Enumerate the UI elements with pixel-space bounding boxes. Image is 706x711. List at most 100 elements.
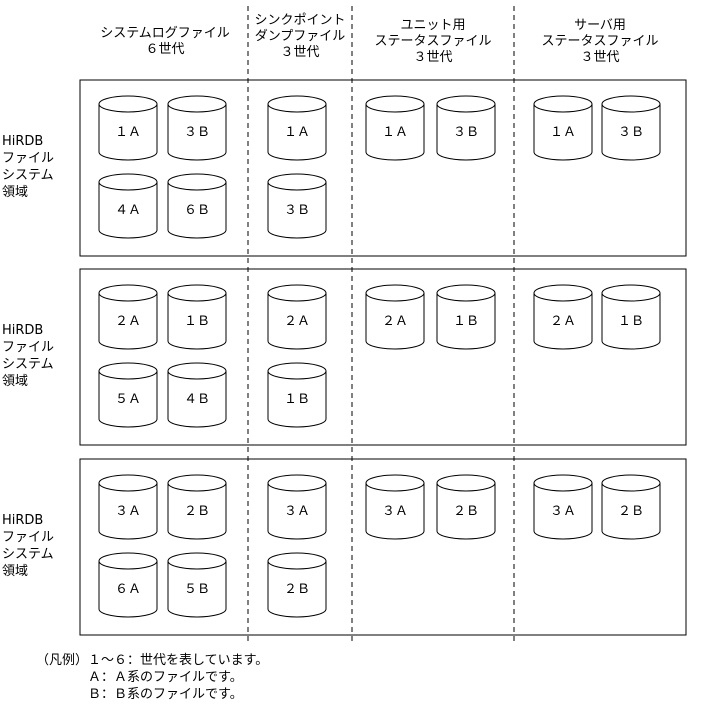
legend-row: （凡例）１～６：世代を表しています。 <box>36 652 268 669</box>
section-label-1: HiRDB ファイル システム 領域 <box>2 133 54 201</box>
file-cylinder: ２Ｂ <box>267 552 327 618</box>
legend-line: １～６：世代を表しています。 <box>88 653 269 668</box>
section-label-2: HiRDB ファイル システム 領域 <box>2 322 54 390</box>
file-cylinder: ２Ａ <box>533 284 593 350</box>
header-line: システムログファイル <box>100 26 230 41</box>
file-label: １Ａ <box>115 125 141 140</box>
file-cylinder: ３Ｂ <box>436 95 496 161</box>
section-label-line: ファイル <box>2 340 55 355</box>
section-label-line: システム <box>2 547 54 562</box>
file-cylinder: ６Ａ <box>98 552 158 618</box>
file-label: ６Ｂ <box>184 203 210 218</box>
header-line: ３世代 <box>280 45 320 60</box>
file-cylinder: １Ｂ <box>167 284 227 350</box>
file-cylinder: ５Ｂ <box>167 552 227 618</box>
legend-title: （凡例） <box>36 653 89 668</box>
section-label-line: HiRDB <box>2 513 44 528</box>
header-line: ３世代 <box>580 50 620 65</box>
file-cylinder: ５Ａ <box>98 362 158 428</box>
file-label: ３Ａ <box>382 504 408 519</box>
header-line: ユニット用 <box>400 18 466 33</box>
file-label: ５Ａ <box>115 392 141 407</box>
file-cylinder: ３Ａ <box>267 474 327 540</box>
file-label: ３Ｂ <box>284 203 310 218</box>
column-header-system-log: システムログファイル ６世代 <box>90 26 240 58</box>
file-label: ４Ａ <box>115 203 141 218</box>
section-box <box>79 79 687 257</box>
file-cylinder: ３Ａ <box>365 474 425 540</box>
file-cylinder: １Ａ <box>267 95 327 161</box>
section-label-line: HiRDB <box>2 323 44 338</box>
file-label: ３Ａ <box>284 504 310 519</box>
file-label: ２Ａ <box>382 314 408 329</box>
header-line: ステータスファイル <box>541 34 659 49</box>
legend-line: Ｂ：Ｂ系のファイルです。 <box>88 687 243 702</box>
section-label-line: システム <box>2 357 54 372</box>
file-label: １Ｂ <box>453 314 479 329</box>
file-label: １Ａ <box>550 125 576 140</box>
section-label-3: HiRDB ファイル システム 領域 <box>2 512 54 580</box>
file-cylinder: １Ａ <box>533 95 593 161</box>
file-cylinder: ３Ｂ <box>601 95 661 161</box>
file-cylinder: ２Ｂ <box>601 474 661 540</box>
section-boxes <box>79 79 687 636</box>
legend: （凡例）１～６：世代を表しています。 Ａ：Ａ系のファイルです。 Ｂ：Ｂ系のファイ… <box>36 652 268 703</box>
file-cylinder: １Ｂ <box>601 284 661 350</box>
file-cylinder: １Ｂ <box>436 284 496 350</box>
section-label-line: ファイル <box>2 530 55 545</box>
section-label-line: ファイル <box>2 151 55 166</box>
file-label: ２Ｂ <box>453 504 479 519</box>
file-label: ２Ａ <box>550 314 576 329</box>
file-label: １Ａ <box>284 125 310 140</box>
file-label: ３Ｂ <box>184 125 210 140</box>
header-line: ステータスファイル <box>374 34 492 49</box>
cylinders: １Ａ ３Ｂ ４Ａ ６Ｂ １Ａ ３Ｂ １Ａ ３Ｂ １Ａ ３Ｂ ２Ａ １Ｂ ５Ａ ４Ｂ ２Ａ １Ｂ ２Ａ １Ｂ ２Ａ １Ｂ… <box>98 95 661 618</box>
file-cylinder: ３Ａ <box>533 474 593 540</box>
file-label: ２Ａ <box>284 314 310 329</box>
column-header-unit-status: ユニット用 ステータスファイル ３世代 <box>352 18 514 66</box>
section-label-line: システム <box>2 168 54 183</box>
column-dividers <box>247 6 515 645</box>
file-cylinder: ２Ａ <box>267 284 327 350</box>
section-label-line: 領域 <box>2 185 29 200</box>
file-label: １Ｂ <box>284 392 310 407</box>
legend-line: Ａ：Ａ系のファイルです。 <box>88 670 243 685</box>
file-label: １Ｂ <box>618 314 644 329</box>
header-line: サーバ用 <box>574 18 626 33</box>
file-cylinder: ６Ｂ <box>167 173 227 239</box>
legend-row: Ａ：Ａ系のファイルです。 <box>36 669 268 686</box>
file-label: １Ｂ <box>184 314 210 329</box>
file-cylinder: ２Ｂ <box>167 474 227 540</box>
file-label: ３Ｂ <box>618 125 644 140</box>
section-box <box>79 458 687 636</box>
file-cylinder: ３Ａ <box>98 474 158 540</box>
legend-row: Ｂ：Ｂ系のファイルです。 <box>36 686 268 703</box>
section-box <box>79 268 687 446</box>
file-cylinder: ２Ｂ <box>436 474 496 540</box>
file-cylinder: ４Ｂ <box>167 362 227 428</box>
file-cylinder: ４Ａ <box>98 173 158 239</box>
column-header-syncpoint-dump: シンクポイント ダンプファイル ３世代 <box>248 13 352 61</box>
file-label: ３Ｂ <box>453 125 479 140</box>
file-label: ３Ａ <box>550 504 576 519</box>
file-label: ４Ｂ <box>184 392 210 407</box>
file-label: ２Ｂ <box>184 504 210 519</box>
file-label: ２Ｂ <box>284 582 310 597</box>
header-line: シンクポイント <box>254 13 346 28</box>
file-cylinder: １Ａ <box>365 95 425 161</box>
file-label: ６Ａ <box>115 582 141 597</box>
section-label-line: HiRDB <box>2 134 44 149</box>
file-cylinder: ３Ｂ <box>167 95 227 161</box>
file-cylinder: １Ｂ <box>267 362 327 428</box>
header-line: ３世代 <box>413 50 453 65</box>
file-label: ３Ａ <box>115 504 141 519</box>
file-label: ２Ａ <box>115 314 141 329</box>
file-cylinder: ２Ａ <box>365 284 425 350</box>
file-label: ２Ｂ <box>618 504 644 519</box>
section-label-line: 領域 <box>2 374 29 389</box>
file-label: ５Ｂ <box>184 582 210 597</box>
file-label: １Ａ <box>382 125 408 140</box>
file-cylinder: ２Ａ <box>98 284 158 350</box>
column-header-server-status: サーバ用 ステータスファイル ３世代 <box>514 18 686 66</box>
